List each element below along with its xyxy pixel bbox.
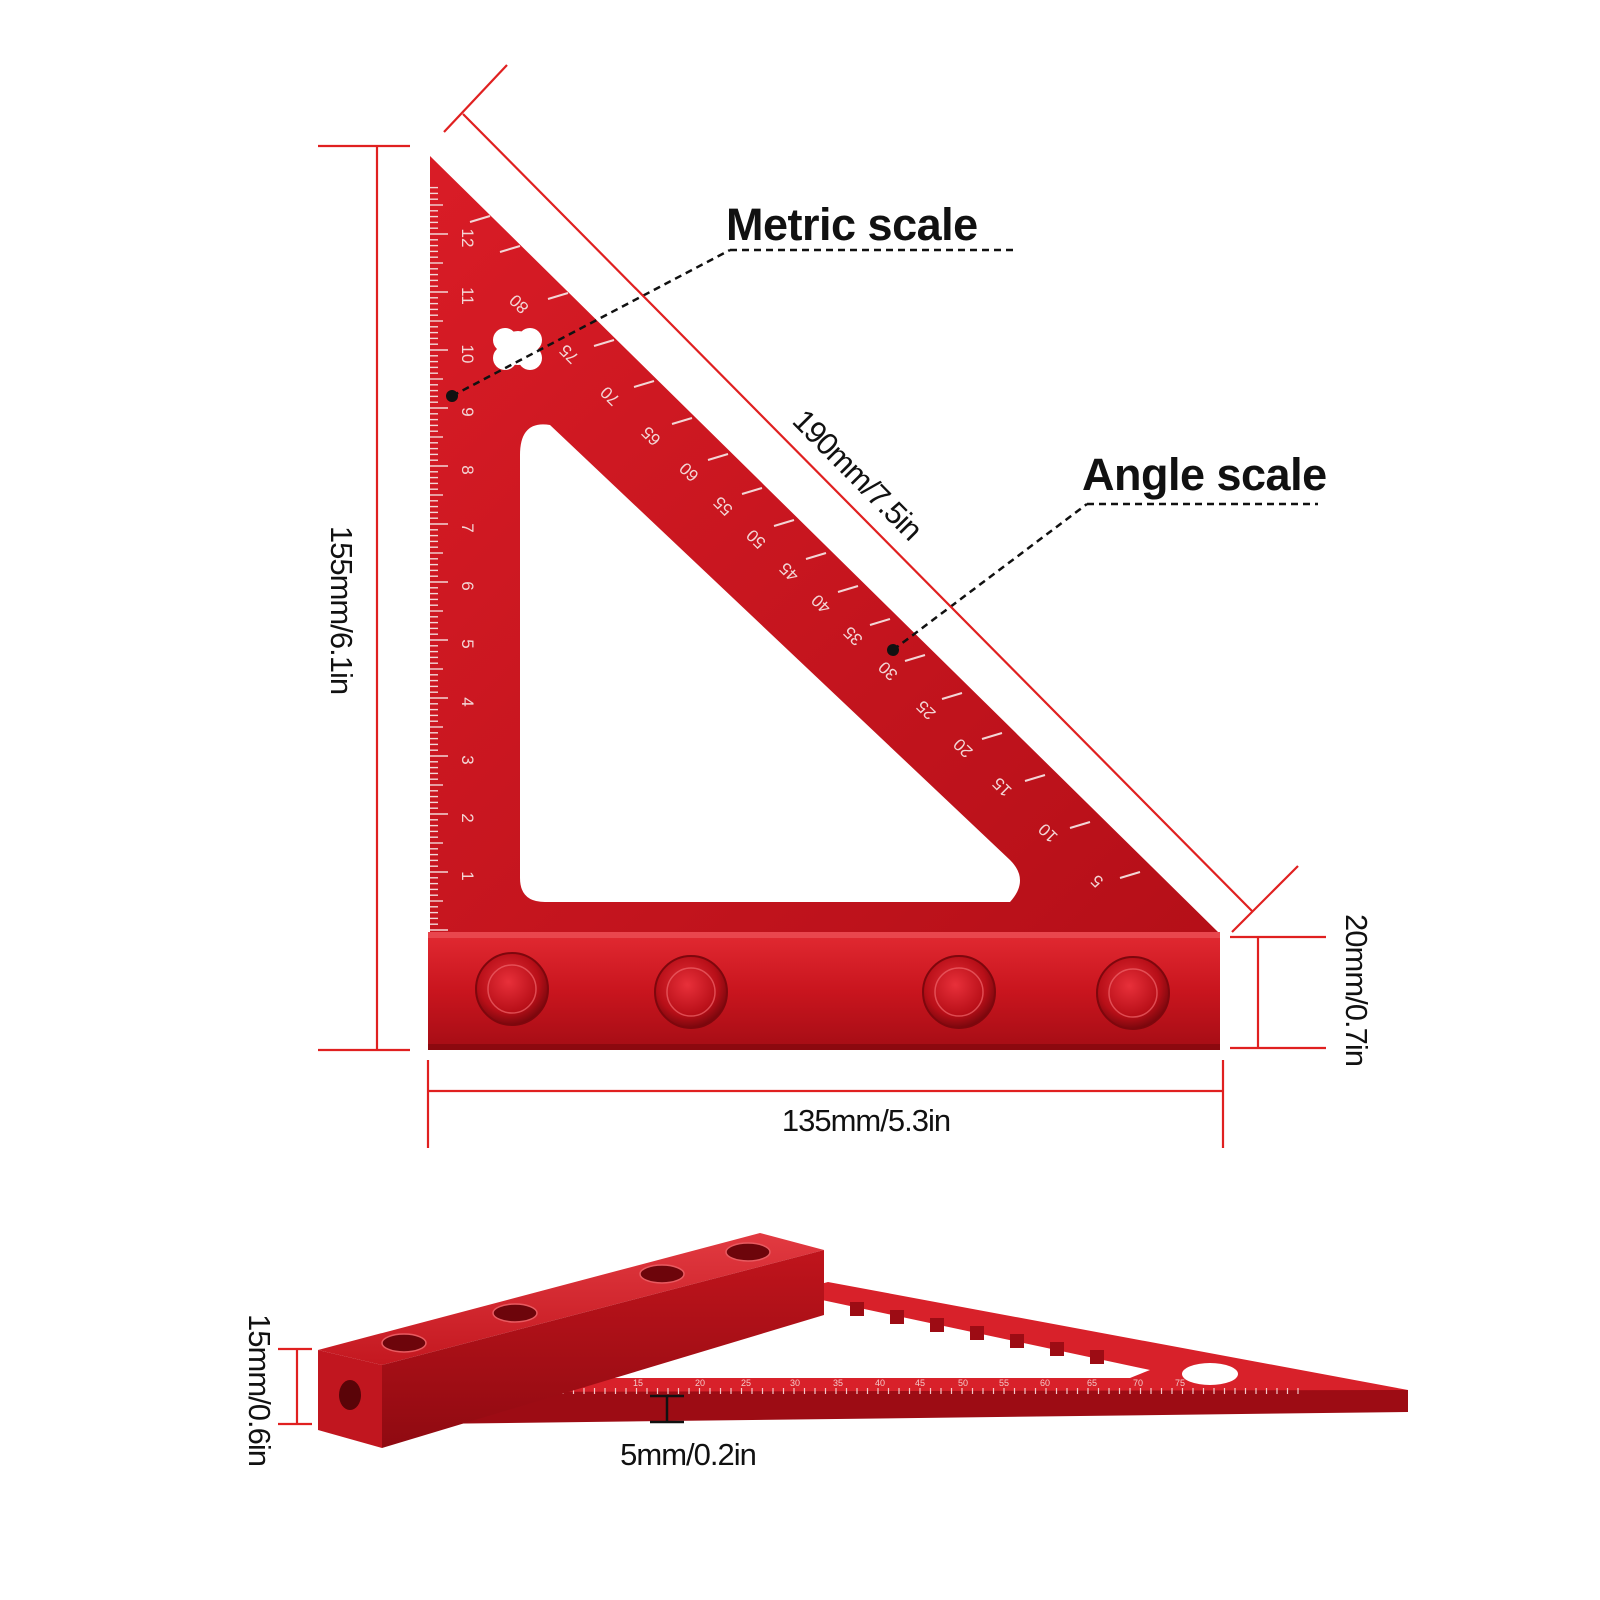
cutout-serrations	[520, 480, 542, 870]
side-num-65: 65	[1087, 1378, 1097, 1388]
metric-num-10: 10	[458, 345, 477, 364]
angle-tick	[1069, 821, 1091, 829]
side-num-25: 25	[741, 1378, 751, 1388]
angle-tick	[1024, 774, 1046, 782]
angle-tick	[593, 339, 615, 347]
angle-tick	[773, 519, 795, 527]
angle-tick	[671, 417, 693, 425]
metric-num-5: 5	[458, 639, 477, 648]
side-num-70: 70	[1133, 1378, 1143, 1388]
angle-tick	[499, 245, 521, 253]
metric-num-11: 11	[458, 287, 477, 305]
metric-num-8: 8	[458, 465, 477, 474]
side-dimension-lines	[278, 1347, 684, 1426]
side-plate-edge	[424, 1390, 1408, 1424]
side-num-75: 75	[1175, 1378, 1185, 1388]
metric-num-1: 1	[458, 871, 477, 880]
angle-tick	[837, 585, 859, 593]
side-num-45: 45	[915, 1378, 925, 1388]
hypotenuse-dimension-label: 190mm/7.5in	[786, 403, 929, 547]
plate-thickness-dimension-label: 5mm/0.2in	[620, 1437, 756, 1472]
side-plate-cutout	[560, 1300, 1150, 1378]
height-dimension-label: 155mm/6.1in	[324, 526, 359, 694]
angle-callout-dot	[887, 644, 899, 656]
base-mounting-holes	[475, 952, 1170, 1030]
flower-hole	[493, 328, 542, 370]
angle-tick	[707, 453, 729, 461]
side-flower-hole	[1182, 1363, 1238, 1385]
metric-scale-numbers: 1 2 3 4 5 6 7 8 9 10 11 12	[458, 229, 477, 881]
metric-num-12: 12	[458, 229, 477, 248]
metric-ruler-ticks	[430, 186, 448, 931]
angle-tick	[869, 618, 891, 626]
angle-tick	[981, 732, 1003, 740]
angle-tick	[805, 552, 827, 560]
side-angle-ticks	[499, 1388, 1299, 1394]
metric-callout-dot	[446, 390, 458, 402]
metric-num-2: 2	[458, 813, 477, 822]
angle-tick	[547, 292, 569, 300]
metric-num-9: 9	[458, 407, 477, 416]
triangle-square-side-view: 5 10 15 20 25 30 35 40 45 50 55 60 65 70…	[242, 1233, 1408, 1472]
side-num-55: 55	[999, 1378, 1009, 1388]
angle-tick	[904, 654, 926, 662]
side-num-60: 60	[1040, 1378, 1050, 1388]
square-base-bar	[428, 932, 1220, 1050]
width-dimension-label: 135mm/5.3in	[782, 1103, 950, 1138]
metric-num-7: 7	[458, 523, 477, 532]
base-thickness-dimension-label: 20mm/0.7in	[1339, 914, 1374, 1066]
angle-scale-ticks	[469, 215, 1141, 879]
angle-tick	[633, 380, 655, 388]
triangle-square-top-view: 1 2 3 4 5 6 7 8 9 10 11 12 5 10 15 20 25…	[318, 64, 1374, 1148]
metric-num-4: 4	[458, 697, 477, 706]
angle-tick	[941, 692, 963, 700]
side-num-40: 40	[875, 1378, 885, 1388]
flange-height-dimension-label: 15mm/0.6in	[242, 1314, 277, 1466]
side-num-35: 35	[833, 1378, 843, 1388]
flange-top-face	[318, 1233, 824, 1365]
flange-holes	[381, 1242, 771, 1353]
side-num-50: 50	[958, 1378, 968, 1388]
angle-tick	[1119, 871, 1141, 879]
side-num-30: 30	[790, 1378, 800, 1388]
callout-leaders	[451, 248, 1318, 651]
angle-tick	[469, 215, 491, 223]
side-serrations	[850, 1302, 1104, 1364]
triangle-plate	[430, 156, 1218, 932]
angle-tick	[741, 487, 763, 495]
metric-num-3: 3	[458, 755, 477, 764]
metric-num-6: 6	[458, 581, 477, 590]
flange-front-face	[382, 1250, 824, 1448]
metric-scale-label: Metric scale	[726, 199, 978, 250]
side-num-15: 15	[633, 1378, 643, 1388]
angle-scale-label: Angle scale	[1082, 449, 1327, 500]
side-num-20: 20	[695, 1378, 705, 1388]
flange-threaded-hole	[339, 1380, 361, 1410]
dimension-lines	[318, 64, 1326, 1148]
